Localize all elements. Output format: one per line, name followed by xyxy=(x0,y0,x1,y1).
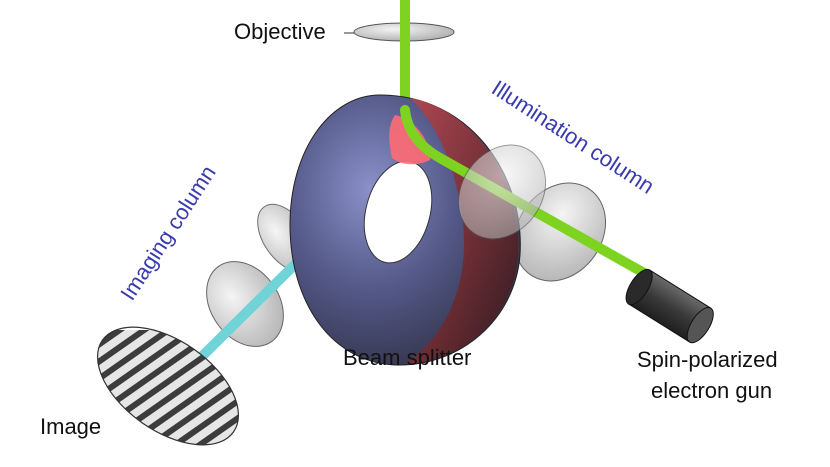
imaging-column-label: Imaging column xyxy=(115,161,221,305)
illumination-beam-bent xyxy=(400,105,665,287)
beam-splitter-label: Beam splitter xyxy=(343,345,471,370)
electron-gun xyxy=(625,268,714,344)
electron-gun-label-line1: Spin-polarized xyxy=(637,347,778,372)
electron-gun-label-line2: electron gun xyxy=(651,378,772,403)
image-label: Image xyxy=(40,414,101,439)
objective-label: Objective xyxy=(234,19,326,44)
illumination-lens-1 xyxy=(457,144,547,240)
